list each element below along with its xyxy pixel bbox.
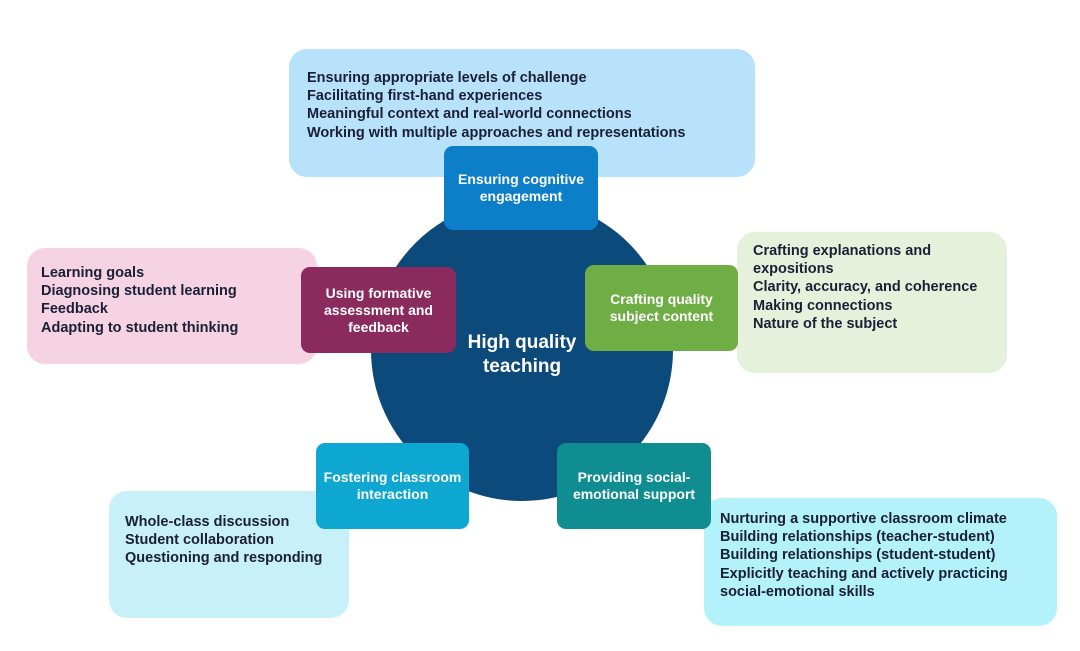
detail-item: Adapting to student thinking bbox=[41, 319, 239, 336]
detail-item: Explicitly teaching and actively practic… bbox=[720, 565, 1012, 600]
detail-item: Making connections bbox=[753, 297, 893, 314]
detail-item: Facilitating first-hand experiences bbox=[307, 88, 543, 105]
detail-item: Feedback bbox=[41, 301, 108, 318]
detail-item: Questioning and responding bbox=[125, 550, 323, 567]
detail-item: Ensuring appropriate levels of challenge bbox=[307, 70, 587, 86]
detail-item: Clarity, accuracy, and coherence bbox=[753, 279, 978, 296]
detail-item: Meaningful context and real-world connec… bbox=[307, 106, 632, 123]
formative-assessment-details: Learning goals Diagnosing student learni… bbox=[27, 248, 317, 364]
dimension-title: Crafting quality subject content bbox=[609, 291, 714, 324]
detail-item: Crafting explanations and expositions bbox=[753, 243, 936, 278]
dimension-title: Ensuring cognitive engagement bbox=[457, 171, 584, 204]
dimension-title: Using formative assessment and feedback bbox=[324, 284, 433, 335]
detail-item: Student collaboration bbox=[125, 532, 275, 549]
detail-item: Building relationships (student-student) bbox=[720, 547, 996, 564]
detail-item: Learning goals bbox=[41, 265, 145, 281]
detail-item: Diagnosing student learning bbox=[41, 283, 237, 300]
detail-item: Nurturing a supportive classroom climate bbox=[720, 511, 1007, 527]
social-emotional-details: Nurturing a supportive classroom climate… bbox=[704, 498, 1057, 626]
detail-item: Working with multiple approaches and rep… bbox=[307, 124, 686, 141]
detail-item: Whole-class discussion bbox=[125, 514, 290, 530]
classroom-interaction-details: Whole-class discussion Student collabora… bbox=[109, 491, 349, 618]
dimension-title: Providing social-emotional support bbox=[572, 469, 696, 502]
dimension-subject-content: Crafting quality subject content bbox=[585, 265, 738, 351]
cognitive-engagement-details: Ensuring appropriate levels of challenge… bbox=[289, 49, 755, 177]
detail-item: Nature of the subject bbox=[753, 315, 898, 332]
dimension-formative-assessment: Using formative assessment and feedback bbox=[301, 267, 456, 353]
dimension-cognitive-engagement: Ensuring cognitive engagement bbox=[444, 146, 598, 230]
dimension-title: Fostering classroom interaction bbox=[323, 469, 462, 502]
dimension-classroom-interaction: Fostering classroom interaction bbox=[316, 443, 469, 529]
dimension-social-emotional-support: Providing social-emotional support bbox=[557, 443, 711, 529]
center-label: High quality teaching bbox=[467, 332, 577, 377]
detail-item: Building relationships (teacher-student) bbox=[720, 529, 995, 546]
subject-content-details: Crafting explanations and expositions Cl… bbox=[737, 232, 1007, 373]
